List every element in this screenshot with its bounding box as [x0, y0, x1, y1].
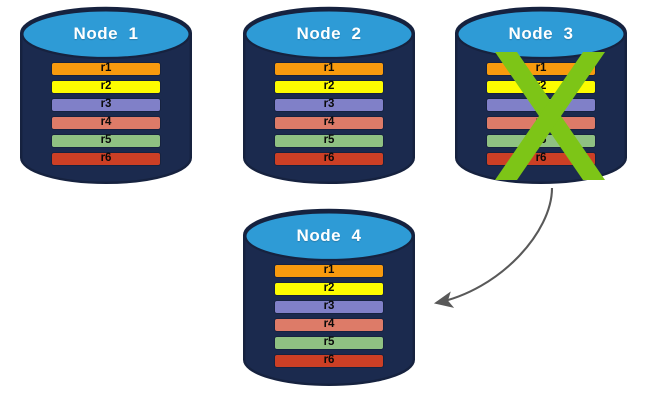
row-bar-r5[interactable]: r5: [51, 134, 161, 148]
cylinder-top-ellipse: [244, 211, 414, 262]
row-list: r1 r2 r3 r4 r5 r6: [20, 62, 192, 166]
row-bar-r6[interactable]: r6: [274, 152, 384, 166]
row-bar-r4[interactable]: r4: [274, 318, 384, 332]
row-bar-r1[interactable]: r1: [274, 264, 384, 278]
row-bar-r3[interactable]: r3: [51, 98, 161, 112]
row-bar-r5[interactable]: r5: [274, 336, 384, 350]
row-bar-r4[interactable]: r4: [274, 116, 384, 130]
node-label: Node 2: [296, 24, 362, 43]
node-cylinder-2[interactable]: Node 2 r1 r2 r3 r4 r5 r6: [243, 6, 415, 184]
row-bar-r3[interactable]: r3: [274, 300, 384, 314]
row-bar-r2[interactable]: r2: [51, 80, 161, 94]
row-list: r1 r2 r3 r4 r5 r6: [243, 62, 415, 166]
node-label: Node 4: [296, 226, 362, 245]
row-bar-r3[interactable]: r3: [274, 98, 384, 112]
row-bar-r1[interactable]: r1: [51, 62, 161, 76]
row-bar-r1[interactable]: r1: [274, 62, 384, 76]
row-list: r1 r2 r3 r4 r5 r6: [243, 264, 415, 368]
node-label: Node 3: [508, 24, 574, 43]
cylinder-top-ellipse: [21, 9, 191, 60]
node-cylinder-1[interactable]: Node 1 r1 r2 r3 r4 r5 r6: [20, 6, 192, 184]
row-bar-r6[interactable]: r6: [51, 152, 161, 166]
node-label: Node 1: [73, 24, 139, 43]
row-bar-r5[interactable]: r5: [274, 134, 384, 148]
failover-arrow: [433, 187, 554, 308]
row-bar-r2[interactable]: r2: [274, 80, 384, 94]
row-bar-r4[interactable]: r4: [51, 116, 161, 130]
row-bar-r6[interactable]: r6: [274, 354, 384, 368]
row-bar-r2[interactable]: r2: [274, 282, 384, 296]
node-cylinder-4[interactable]: Node 4 r1 r2 r3 r4 r5 r6: [243, 208, 415, 386]
cylinder-top-ellipse: [244, 9, 414, 60]
